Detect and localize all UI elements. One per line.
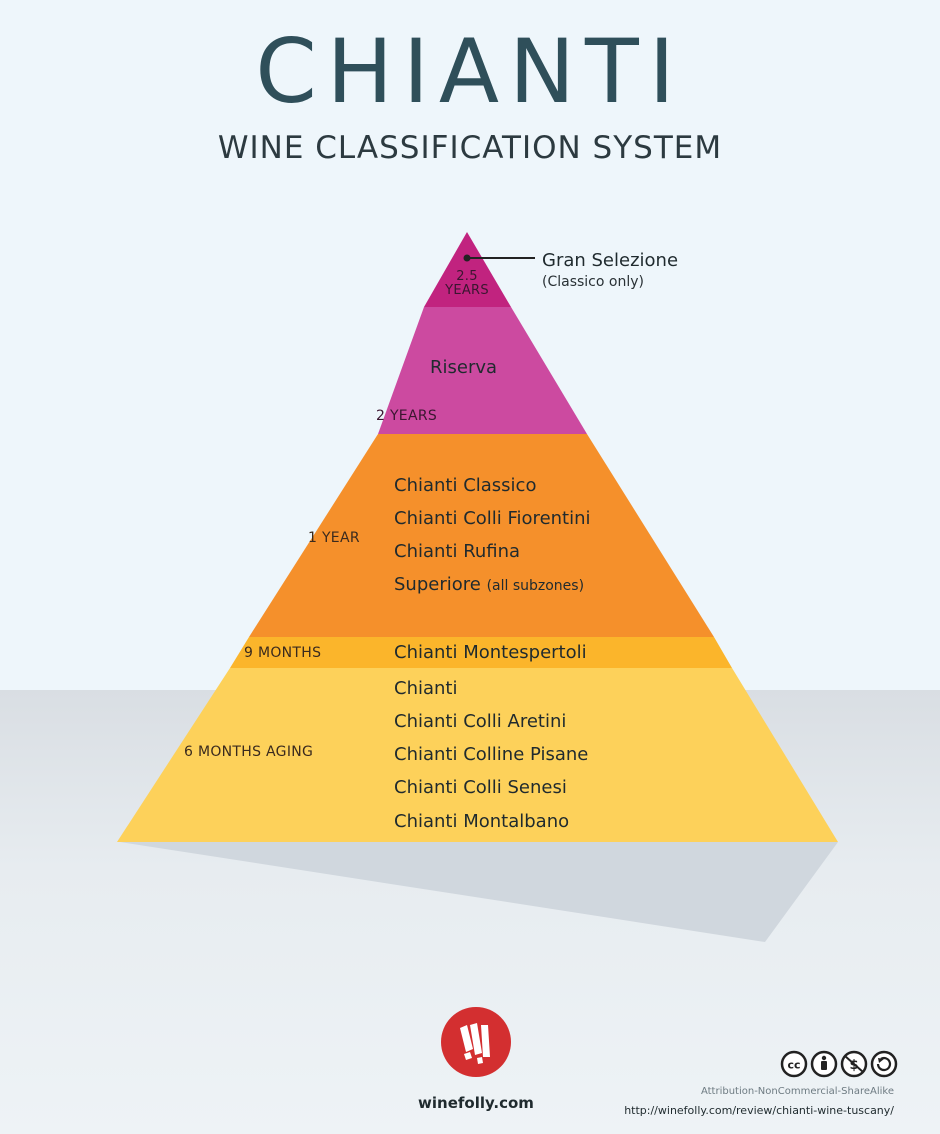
six-months-wine: Chianti Colli Aretini <box>394 711 567 732</box>
superiore-name: Superiore <box>394 574 481 595</box>
svg-text:cc: cc <box>787 1059 800 1072</box>
brand-name: winefolly.com <box>418 1094 534 1112</box>
one-year-wine: Chianti Rufina <box>394 541 521 562</box>
sharealike-icon <box>870 1050 898 1078</box>
superiore-label: Superiore (all subzones) <box>394 574 584 595</box>
nine-months-wine: Chianti Montespertoli <box>394 642 587 663</box>
six-months-wine: Chianti Colli Senesi <box>394 777 567 798</box>
six-months-wine: Chianti Colline Pisane <box>394 744 589 765</box>
cc-icon: cc <box>780 1050 808 1078</box>
tier-9-months <box>230 637 732 668</box>
gran-selezione-note: (Classico only) <box>542 274 644 290</box>
gran-selezione-label: Gran Selezione <box>542 250 679 271</box>
winefolly-logo <box>440 1006 512 1078</box>
one-year-age: 1 YEAR <box>308 530 360 546</box>
six-months-wine: Chianti <box>394 678 458 699</box>
license-text: Attribution-NonCommercial-ShareAlike <box>700 1086 894 1097</box>
pyramid-shadow <box>120 842 838 942</box>
tier-1-year <box>249 434 714 637</box>
one-year-wine: Chianti Colli Fiorentini <box>394 508 591 529</box>
riserva-age: 2 YEARS <box>376 408 438 424</box>
source-url[interactable]: http://winefolly.com/review/chianti-wine… <box>624 1104 894 1117</box>
page-subtitle: WINE CLASSIFICATION SYSTEM <box>217 130 723 166</box>
six-months-wine: Chianti Montalbano <box>394 811 570 832</box>
cc-license-icons: cc $ <box>780 1050 898 1082</box>
attribution-icon <box>810 1050 838 1078</box>
tier-riserva <box>378 307 587 434</box>
nine-months-age: 9 MONTHS <box>244 645 322 661</box>
riserva-label: Riserva <box>430 357 498 378</box>
tier-gran-selezione <box>424 232 511 307</box>
gran-selezione-age: 2.5 YEARS <box>445 269 489 298</box>
noncommercial-icon: $ <box>840 1050 868 1078</box>
page-title: CHIANTI <box>255 20 685 123</box>
superiore-note: (all subzones) <box>486 578 585 594</box>
tier-6-months <box>117 668 838 842</box>
one-year-wine: Chianti Classico <box>394 475 537 496</box>
six-months-age: 6 MONTHS AGING <box>184 744 314 760</box>
svg-text:$: $ <box>849 1058 858 1073</box>
winefolly-logo-icon <box>441 1007 511 1077</box>
